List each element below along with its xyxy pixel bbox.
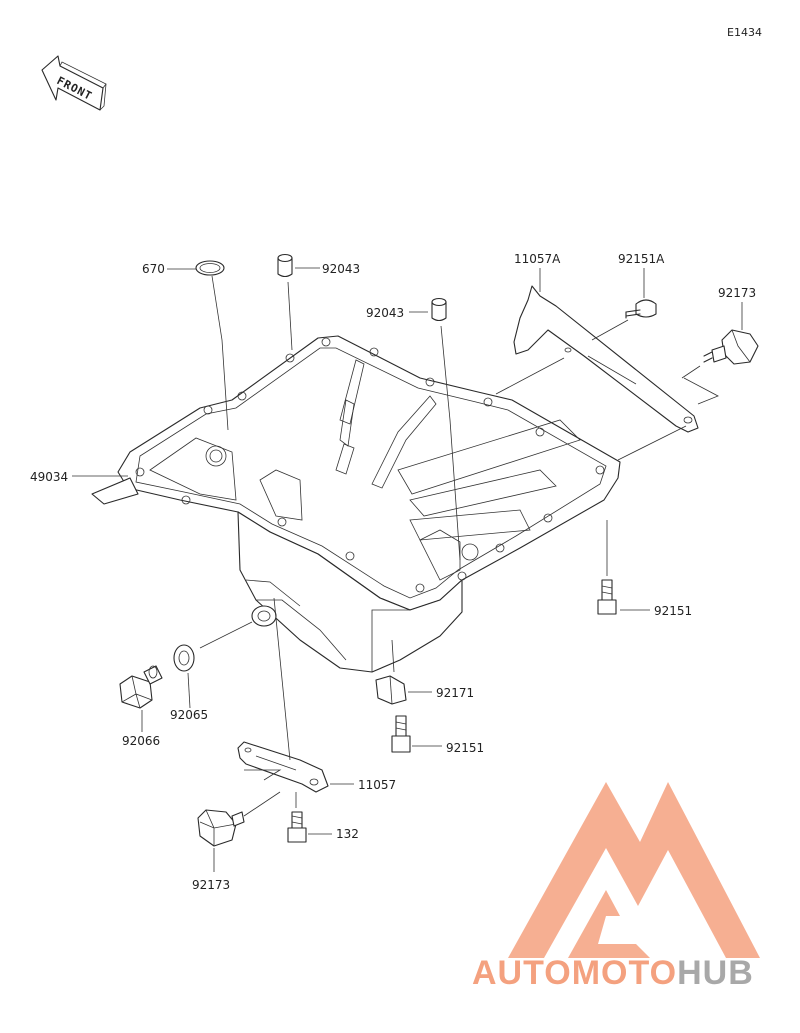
bolt-92151-a (597, 579, 617, 615)
clamp-92171 (375, 675, 407, 705)
bracket-11057 (237, 741, 329, 793)
label-92066: 92066 (122, 734, 160, 748)
dowel-pin-92043-a (277, 253, 293, 278)
watermark-part-hub: HUB (677, 954, 754, 992)
label-92151A: 92151A (618, 252, 665, 266)
label-92043-a: 92043 (322, 262, 360, 276)
diagram-code: E1434 (727, 26, 762, 39)
label-92171: 92171 (436, 686, 474, 700)
label-92065: 92065 (170, 708, 208, 722)
label-92151-b: 92151 (446, 741, 484, 755)
o-ring-670 (195, 260, 225, 276)
watermark-part-moto: MOTO (572, 954, 677, 992)
label-11057: 11057 (358, 778, 396, 792)
label-670: 670 (142, 262, 165, 276)
label-92043-b: 92043 (366, 306, 404, 320)
label-49034: 49034 (30, 470, 68, 484)
dowel-pin-92043-b (431, 297, 447, 322)
front-direction-arrow-icon: FRONT (41, 55, 107, 111)
bolt-92151A (625, 299, 657, 319)
bolt-132 (287, 811, 307, 843)
switch-92173-a (703, 329, 759, 365)
watermark-part-auto: AUTO (472, 954, 572, 992)
label-92173-a: 92173 (718, 286, 756, 300)
label-132: 132 (336, 827, 359, 841)
watermark-auto: AUTOMOTOHUB (472, 954, 754, 992)
automotohub-watermark-logo: AUTOMOTOHUB (472, 782, 760, 992)
label-92151-a: 92151 (654, 604, 692, 618)
switch-92173-b (197, 809, 245, 847)
washer-92065 (173, 644, 195, 672)
bracket-11057A (513, 285, 699, 433)
label-11057A: 11057A (514, 252, 561, 266)
label-92173-b: 92173 (192, 878, 230, 892)
oil-pan-49034 (91, 335, 621, 673)
drain-plug-92066 (119, 665, 163, 709)
bolt-92151-b (391, 715, 411, 753)
